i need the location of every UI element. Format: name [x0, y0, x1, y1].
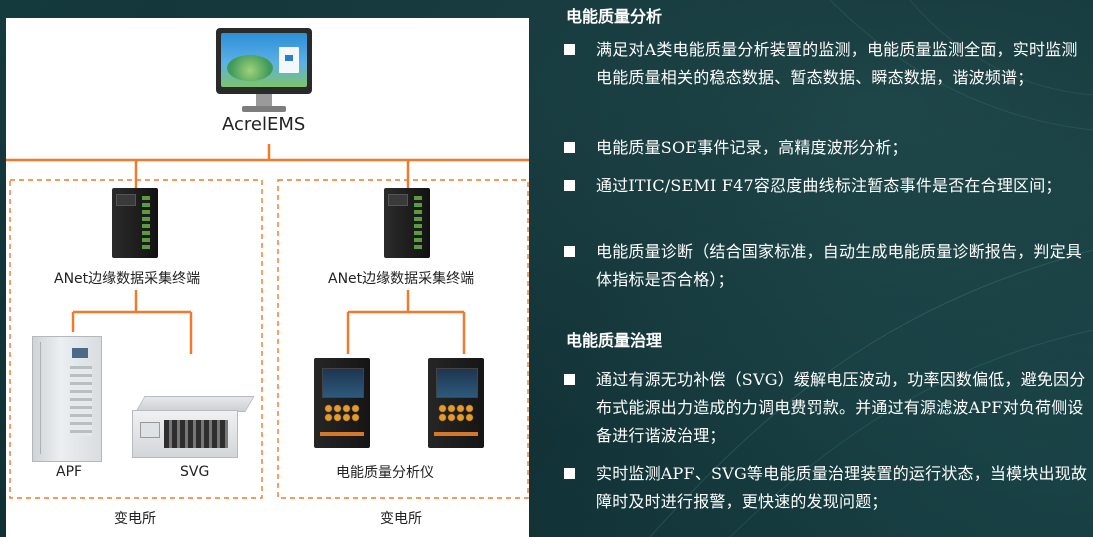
square-bullet-icon — [564, 44, 575, 55]
left-substation-box — [9, 179, 263, 499]
left-edge-terminal — [112, 188, 158, 258]
svg-label: SVG — [180, 464, 210, 480]
platform-label: AcrelEMS — [222, 114, 306, 135]
left-terminal-label: ANet边缘数据采集终端 — [54, 271, 201, 287]
power-quality-analyzer-2 — [428, 358, 484, 448]
square-bullet-icon — [564, 374, 575, 385]
analyzer-label: 电能质量分析仪 — [336, 465, 434, 481]
right-edge-terminal — [384, 188, 430, 258]
apf-cabinet — [32, 336, 102, 462]
connection-lines — [6, 144, 529, 499]
ems-monitor — [216, 28, 312, 114]
system-diagram: AcrelEMS ANet边缘数据采集终端 ANet边缘数据采集终端 APF S… — [6, 18, 529, 537]
apf-label: APF — [56, 464, 83, 480]
section-title-analysis: 电能质量分析 — [566, 7, 663, 26]
power-quality-analyzer-1 — [314, 358, 370, 448]
description-panel: 电能质量分析 满足对A类电能质量分析装置的监测，电能质量监测全面，实时监测电能质… — [564, 7, 1088, 511]
section-title-governance: 电能质量治理 — [566, 331, 663, 350]
left-substation-label: 变电所 — [114, 511, 156, 527]
svg-module — [130, 396, 255, 460]
square-bullet-icon — [564, 142, 575, 153]
square-bullet-icon — [564, 468, 575, 479]
background-decoration — [649, 0, 1093, 537]
right-terminal-label: ANet边缘数据采集终端 — [328, 271, 475, 287]
right-substation-label: 变电所 — [380, 511, 422, 527]
right-substation-box — [277, 179, 529, 499]
square-bullet-icon — [564, 246, 575, 257]
square-bullet-icon — [564, 180, 575, 191]
